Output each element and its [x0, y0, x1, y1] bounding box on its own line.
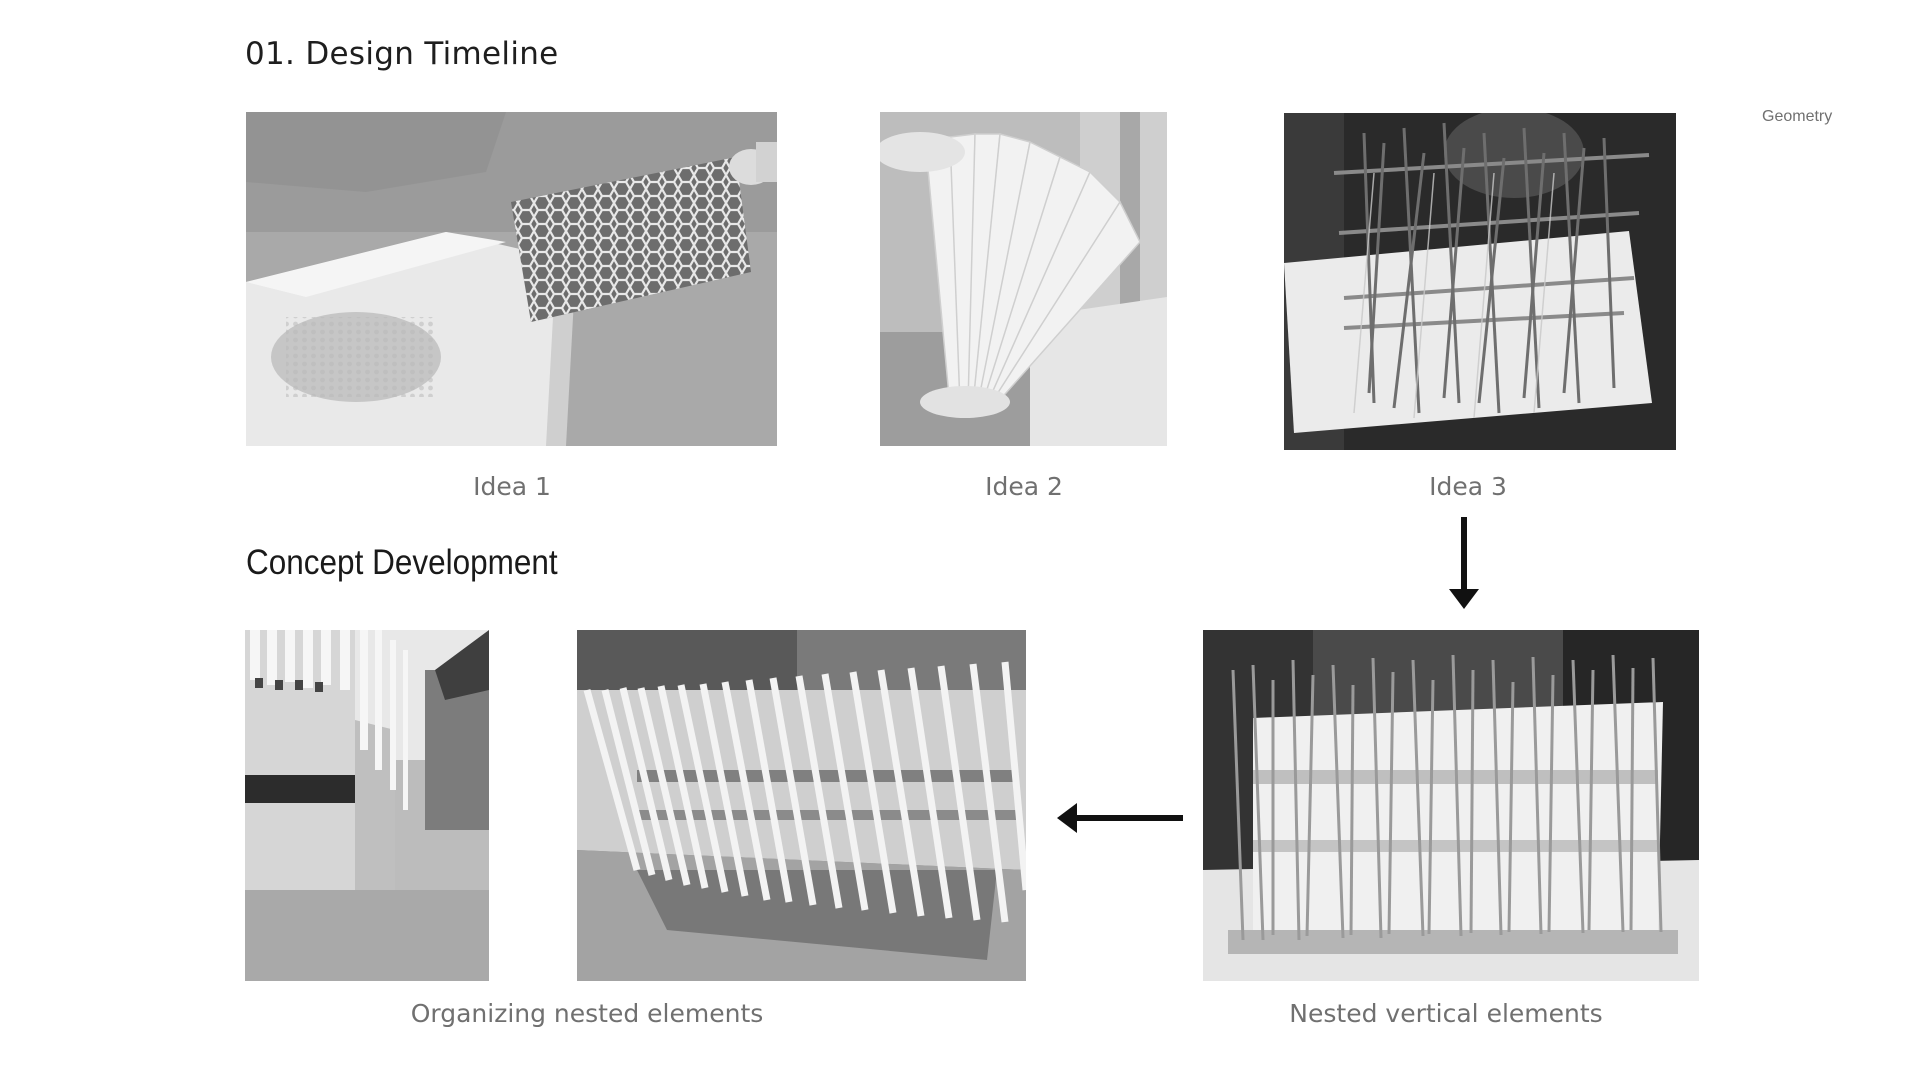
organizing-caption: Organizing nested elements: [410, 999, 764, 1028]
idea-3-caption: Idea 3: [1429, 472, 1507, 501]
idea-2-photo: [880, 112, 1167, 446]
concept-slanted-image: [577, 630, 1026, 981]
concept-photo-nested: [1203, 630, 1699, 981]
arrow-down-icon: [1449, 517, 1479, 609]
nested-caption: Nested vertical elements: [1289, 999, 1603, 1028]
page-title: 01. Design Timeline: [245, 36, 559, 72]
concept-photo-closeup: [245, 630, 489, 981]
concept-nested-image: [1203, 630, 1699, 981]
idea-3-image: [1284, 113, 1676, 450]
idea-3-photo: [1284, 113, 1676, 450]
section-subheading: Concept Development: [246, 543, 558, 582]
section-tag: Geometry: [1762, 108, 1833, 125]
concept-photo-slanted: [577, 630, 1026, 981]
concept-closeup-image: [245, 630, 489, 981]
idea-1-caption: Idea 1: [473, 472, 551, 501]
idea-1-image: [246, 112, 777, 446]
idea-2-image: [880, 112, 1167, 446]
arrow-left-icon: [1057, 803, 1183, 833]
idea-2-caption: Idea 2: [985, 472, 1063, 501]
idea-1-photo: [246, 112, 777, 446]
